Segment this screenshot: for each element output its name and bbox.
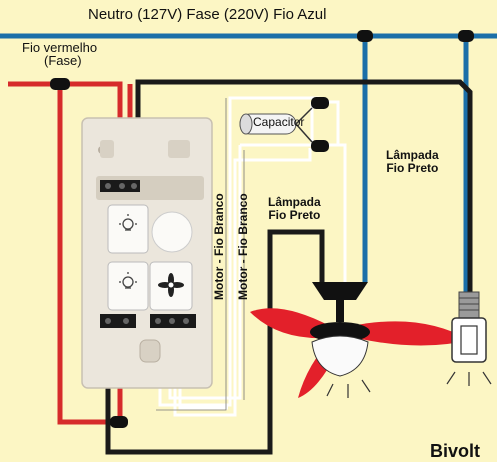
lightbulb-icon [119,214,137,231]
red-wire-sublabel: (Fase) [44,53,82,68]
top-wire-label: Neutro (127V) Fase (220V) Fio Azul [88,6,327,23]
lamp-right-label-line2: Fio Preto [386,161,439,175]
ceiling-fan-icon [250,282,470,398]
lamp-socket-icon [446,291,492,386]
blue-wire [0,30,497,292]
lightbulb-icon [119,272,137,289]
white-wires-outline [156,98,245,411]
switch-plate [81,117,213,389]
red-wire-label: Fio vermelho [22,40,98,55]
capacitor-icon [239,97,329,152]
lamp-right-label: Lâmpada Fio Preto [386,149,439,175]
fan-icon [158,273,184,297]
motor-wire-label-2: Motor - Fio Branco [236,193,250,300]
capacitor-label: Capacitor [253,115,305,129]
lamp-mid-label: Lâmpada Fio Preto [268,196,321,222]
lamp-right-label-line1: Lâmpada [386,148,439,162]
lamp-mid-label-line1: Lâmpada [268,195,321,209]
bottom-title: Bivolt [430,441,481,461]
motor-wire-label-1: Motor - Fio Branco [212,193,226,300]
lamp-mid-label-line2: Fio Preto [268,208,321,222]
